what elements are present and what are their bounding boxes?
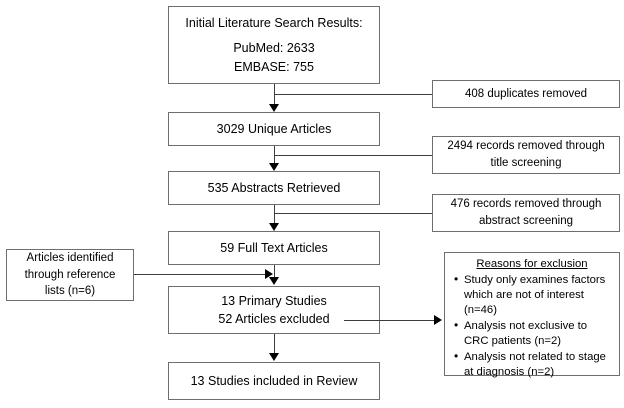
node-exclusion-reasons: Reasons for exclusion Study only examine… [444, 252, 620, 378]
connector-unique-to-duplicates [274, 94, 432, 95]
connector-abstracts-to-title-screening [274, 155, 432, 156]
abstract-screening-line-1: 476 records removed through [450, 198, 602, 211]
node-primary-studies: 13 Primary Studies 52 Articles excluded [168, 286, 380, 334]
connector-primary-to-exclusions [344, 320, 436, 321]
reference-lists-line-1: Articles identified [26, 252, 114, 264]
unique-articles-label: 3029 Unique Articles [216, 121, 332, 136]
exclusion-reason-item: Study only examines factors which are no… [454, 272, 613, 318]
reference-lists-line-3: lists (n=6) [44, 285, 96, 298]
arrowhead-unique-articles [269, 104, 279, 112]
arrowhead-exclusion-reasons [434, 315, 442, 325]
arrowhead-abstracts-retrieved [269, 163, 279, 171]
title-screening-line-1: 2494 records removed through [447, 140, 605, 153]
exclusion-reason-item: Analysis not related to stage at diagnos… [454, 349, 613, 380]
initial-search-line-2: PubMed: 2633 [233, 41, 315, 56]
exclusion-reasons-list: Study only examines factors which are no… [451, 272, 613, 380]
abstract-screening-line-2: abstract screening [479, 215, 573, 227]
node-abstracts-retrieved: 535 Abstracts Retrieved [168, 171, 380, 205]
duplicates-removed-label: 408 duplicates removed [464, 87, 588, 100]
arrowhead-reference-lists [265, 269, 273, 279]
primary-studies-line-2: 52 Articles excluded [218, 312, 330, 326]
arrowhead-full-text-articles [269, 223, 279, 231]
connector-fulltext-to-primary [274, 265, 275, 279]
primary-studies-line-1: 13 Primary Studies [221, 293, 327, 308]
abstracts-retrieved-label: 535 Abstracts Retrieved [207, 180, 341, 195]
node-unique-articles: 3029 Unique Articles [168, 112, 380, 146]
node-full-text-articles: 59 Full Text Articles [168, 231, 380, 265]
node-duplicates-removed: 408 duplicates removed [432, 80, 620, 108]
connector-abstracts-to-fulltext [274, 205, 275, 224]
node-initial-search: Initial Literature Search Results: PubMe… [168, 6, 380, 84]
node-title-screening: 2494 records removed through title scree… [432, 136, 620, 174]
reference-lists-line-2: through reference [24, 268, 116, 281]
connector-fulltext-to-abstract-screening [274, 213, 432, 214]
connector-primary-to-included [274, 334, 275, 355]
node-abstract-screening: 476 records removed through abstract scr… [432, 194, 620, 232]
arrowhead-studies-included [269, 353, 279, 361]
exclusion-reasons-title: Reasons for exclusion [476, 258, 588, 270]
connector-reference-lists-to-stem [134, 274, 268, 275]
initial-search-line-3: EMBASE: 755 [234, 59, 314, 74]
initial-search-line-1: Initial Literature Search Results: [185, 16, 363, 31]
exclusion-reason-item: Analysis not exclusive to CRC patients (… [454, 318, 613, 349]
arrowhead-primary-studies [269, 277, 279, 285]
node-reference-lists: Articles identified through reference li… [6, 249, 134, 301]
node-studies-included: 13 Studies included in Review [168, 362, 380, 400]
full-text-articles-label: 59 Full Text Articles [220, 240, 328, 255]
title-screening-line-2: title screening [490, 157, 562, 169]
studies-included-label: 13 Studies included in Review [190, 373, 358, 388]
